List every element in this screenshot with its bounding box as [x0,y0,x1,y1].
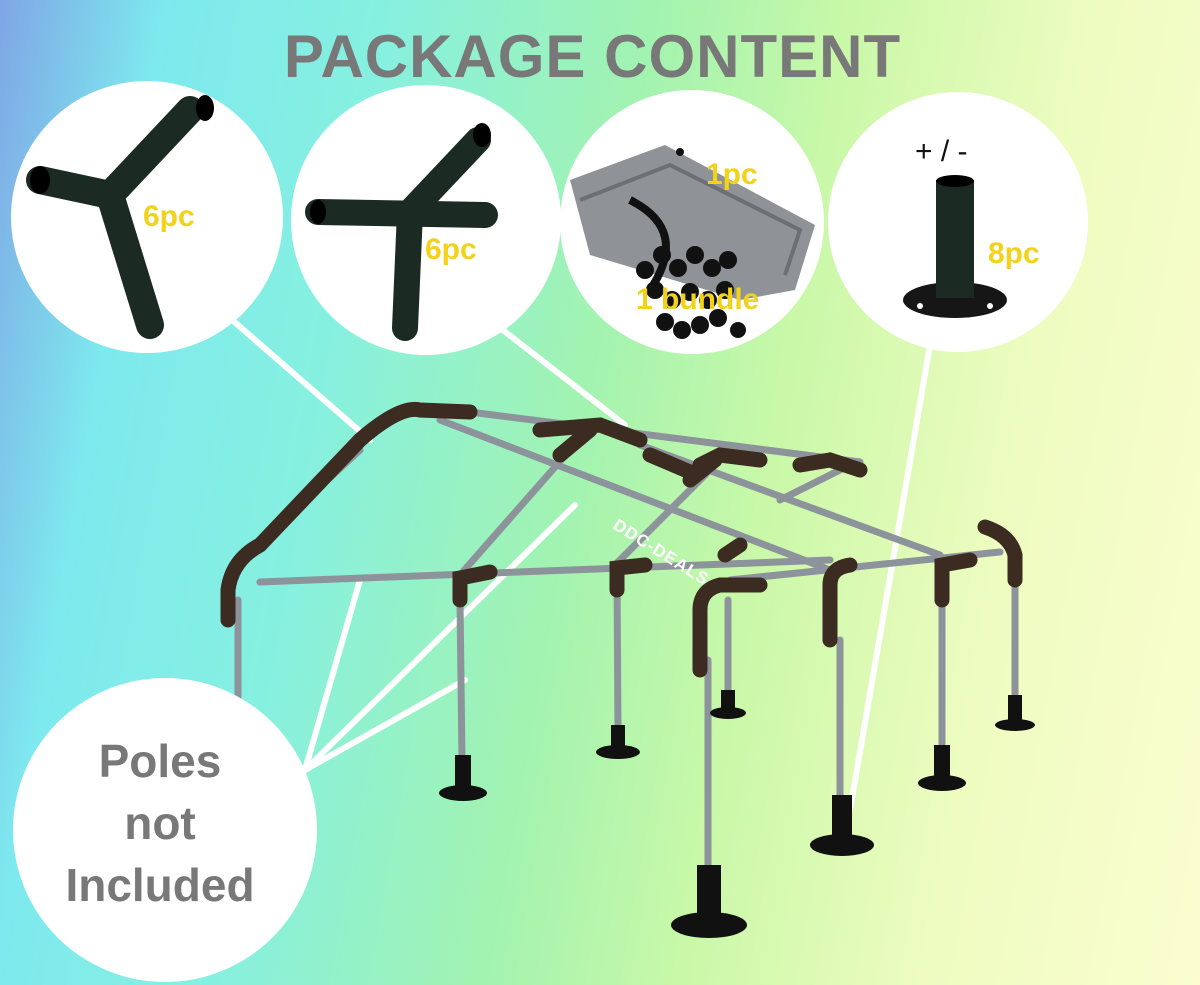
quantity-corner-connector: 6pc [143,200,195,233]
corner-connector-image [26,95,214,339]
quantity-bungee: 1 bundle [636,283,760,316]
pointer-line-foot [847,342,933,813]
circle-poles-note [13,678,317,982]
steel-poles [234,408,1019,884]
poles-note: Poles not Included [40,730,280,916]
pointer-lines [212,302,933,813]
poles-note-line-3: Included [65,859,255,911]
pointer-line-pole-a [302,577,363,773]
connector-sleeves [220,401,1023,678]
circle-corner-connector [11,81,283,353]
pointer-line-corner [212,302,373,443]
quantity-tarp: 1pc [706,158,758,191]
foot-base-note: + / - [915,135,968,168]
pointer-line-middle [487,317,628,428]
quantity-foot-base: 8pc [988,237,1040,270]
feet [211,690,1035,938]
bungee-cords-image [628,196,746,339]
pointer-line-pole-c [302,677,468,773]
poles-note-line-1: Poles [98,735,222,787]
middle-connector-image [305,123,498,341]
quantity-middle-connector: 6pc [425,233,477,266]
tarp-image [570,145,815,300]
page-title: PACKAGE CONTENT [283,23,902,90]
poles-note-line-2: not [124,797,196,849]
pointer-line-pole-b [302,502,578,773]
foot-base-image [903,175,1007,318]
